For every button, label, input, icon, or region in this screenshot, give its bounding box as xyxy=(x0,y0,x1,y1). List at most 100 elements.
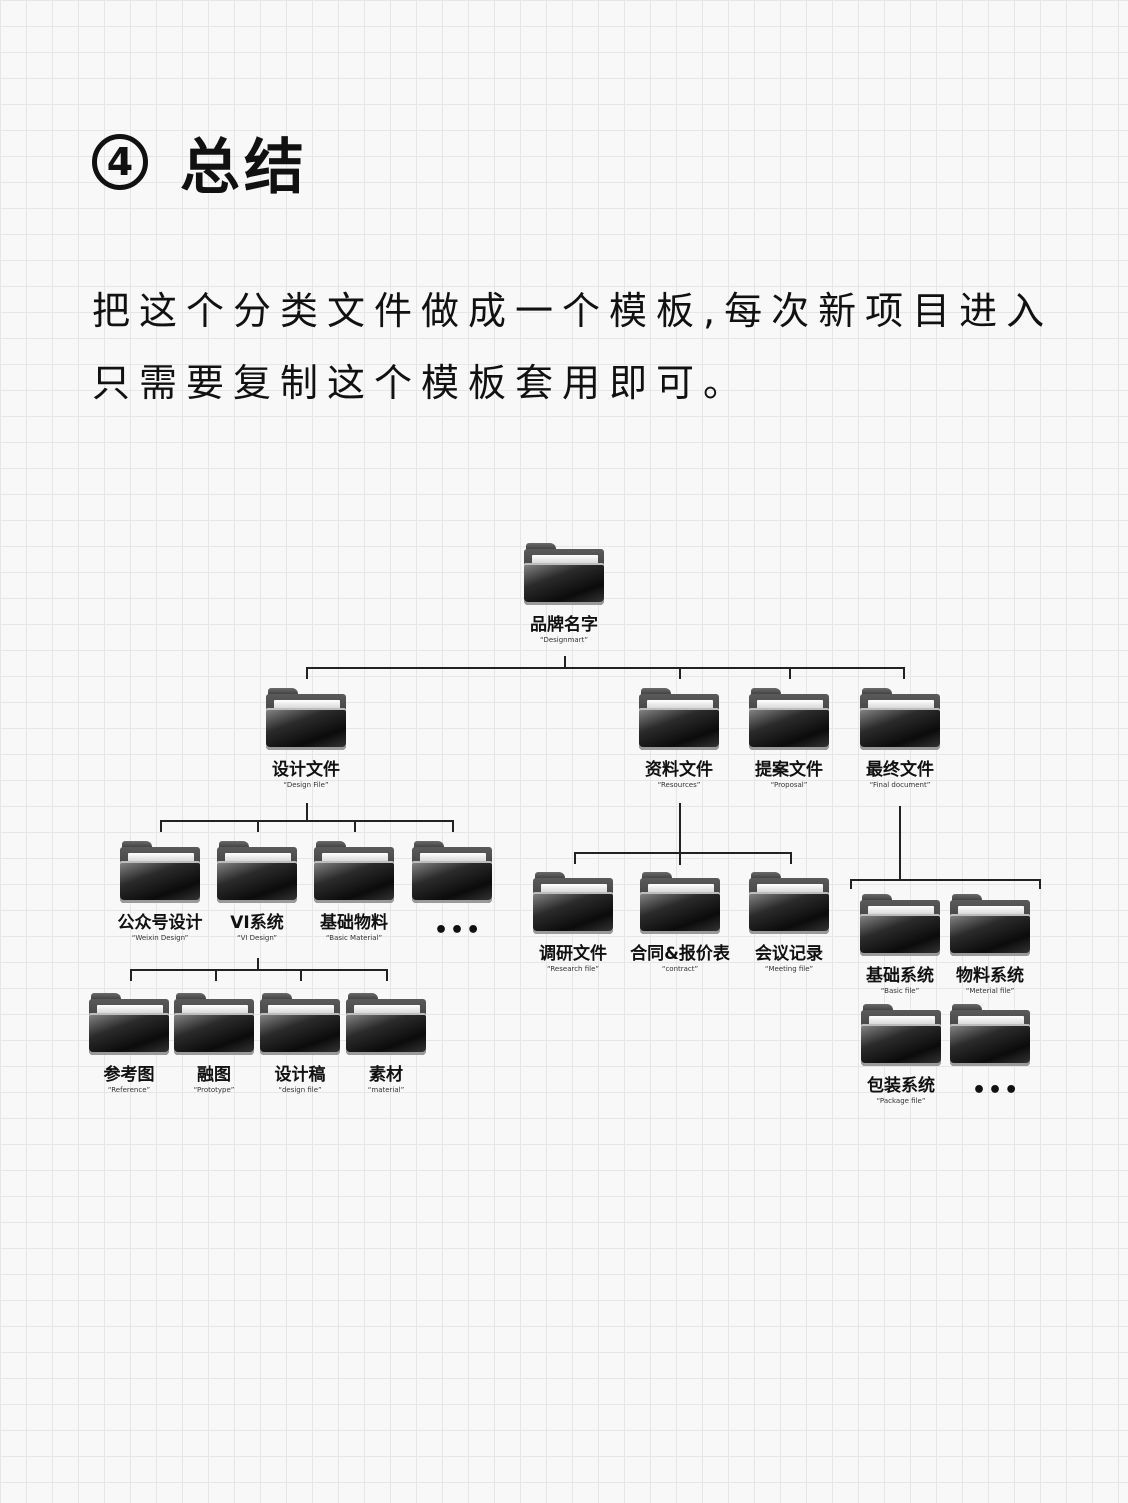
folder-sublabel: “Weixin Design” xyxy=(131,934,189,942)
folder-icon xyxy=(860,894,940,956)
folder-label: 参考图 xyxy=(103,1065,155,1085)
folder-icon xyxy=(260,993,340,1055)
folder-package-system[interactable]: 包装系统 “Package file” xyxy=(836,1004,966,1106)
folder-label: 提案文件 xyxy=(755,760,823,780)
folder-root[interactable]: 品牌名字 “Designmart” xyxy=(499,543,629,645)
folder-vi[interactable]: VI系统 “VI Design” xyxy=(192,841,322,943)
folder-label: VI系统 xyxy=(230,913,284,933)
folder-label: 会议记录 xyxy=(755,944,823,964)
connector xyxy=(306,803,308,821)
folder-sublabel: “material” xyxy=(367,1086,405,1094)
folder-icon xyxy=(174,993,254,1055)
connector xyxy=(679,667,681,679)
description: 把这个分类文件做成一个模板,每次新项目进入 只需要复制这个模板套用即可。 xyxy=(92,275,1082,419)
connector xyxy=(679,803,681,865)
folder-proposal[interactable]: 提案文件 “Proposal” xyxy=(724,688,854,790)
folder-icon xyxy=(346,993,426,1055)
folder-sublabel: “Resources” xyxy=(657,781,701,789)
folder-design[interactable]: 设计文件 “Design File” xyxy=(241,688,371,790)
folder-icon xyxy=(266,688,346,750)
connector xyxy=(574,852,576,864)
folder-label: 公众号设计 xyxy=(117,913,203,933)
folder-icon xyxy=(533,872,613,934)
folder-sublabel: “Basic Material” xyxy=(325,934,383,942)
folder-final[interactable]: 最终文件 “Final document” xyxy=(835,688,965,790)
folder-prototype[interactable]: 融图 “Prototype” xyxy=(149,993,279,1095)
folder-sublabel: “Designmart” xyxy=(540,636,588,644)
folder-icon xyxy=(639,688,719,750)
folder-basic-material[interactable]: 基础物料 “Basic Material” xyxy=(289,841,419,943)
folder-sublabel: “Meterial file” xyxy=(965,987,1015,995)
folder-label: 融图 xyxy=(197,1065,231,1085)
folder-sublabel: “Design File” xyxy=(283,781,329,789)
folder-material[interactable]: 素材 “material” xyxy=(321,993,451,1095)
connector xyxy=(574,852,790,854)
folder-design-more[interactable] xyxy=(387,841,517,903)
folder-icon xyxy=(89,993,169,1055)
folder-sublabel: “Package file” xyxy=(876,1097,926,1105)
folder-sublabel: “Research file” xyxy=(546,965,600,973)
connector xyxy=(306,667,308,679)
section-heading: 4 总结 xyxy=(92,122,308,203)
folder-label: 基础物料 xyxy=(320,913,388,933)
connector xyxy=(1039,879,1041,889)
connector xyxy=(789,667,791,679)
folder-label: 设计稿 xyxy=(274,1065,326,1085)
folder-contract[interactable]: 合同&报价表 “contract” xyxy=(615,872,745,974)
folder-label: 设计文件 xyxy=(272,760,340,780)
connector xyxy=(130,969,386,971)
description-line-2: 只需要复制这个模板套用即可。 xyxy=(92,361,751,405)
more-dots-icon: ••• xyxy=(434,918,483,943)
folder-meeting[interactable]: 会议记录 “Meeting file” xyxy=(724,872,854,974)
folder-icon xyxy=(749,688,829,750)
folder-label: 素材 xyxy=(369,1065,403,1085)
folder-reference[interactable]: 参考图 “Reference” xyxy=(64,993,194,1095)
connector xyxy=(306,667,904,669)
folder-icon xyxy=(217,841,297,903)
folder-sublabel: “Meeting file” xyxy=(764,965,814,973)
folder-basic-system[interactable]: 基础系统 “Basic file” xyxy=(835,894,965,996)
folder-icon xyxy=(120,841,200,903)
folder-sublabel: “design file” xyxy=(278,1086,322,1094)
section-number-badge: 4 xyxy=(92,134,148,190)
section-title: 总结 xyxy=(180,132,308,203)
description-line-1: 把这个分类文件做成一个模板,每次新项目进入 xyxy=(92,289,1054,333)
folder-icon xyxy=(640,872,720,934)
folder-weixin[interactable]: 公众号设计 “Weixin Design” xyxy=(95,841,225,943)
connector xyxy=(130,969,132,981)
folder-icon xyxy=(950,1004,1030,1066)
folder-icon xyxy=(314,841,394,903)
folder-sublabel: “VI Design” xyxy=(236,934,278,942)
folder-label: 调研文件 xyxy=(539,944,607,964)
connector xyxy=(160,820,452,822)
folder-sublabel: “Proposal” xyxy=(770,781,808,789)
folder-icon xyxy=(861,1004,941,1066)
connector xyxy=(386,969,388,981)
folder-draft[interactable]: 设计稿 “design file” xyxy=(235,993,365,1095)
connector xyxy=(903,667,905,679)
folder-sublabel: “Reference” xyxy=(107,1086,151,1094)
connector xyxy=(790,852,792,864)
folder-final-more[interactable] xyxy=(925,1004,1055,1066)
folder-label: 品牌名字 xyxy=(530,615,598,635)
connector xyxy=(850,879,1040,881)
folder-sublabel: “Final document” xyxy=(869,781,931,789)
folder-research[interactable]: 调研文件 “Research file” xyxy=(508,872,638,974)
folder-icon xyxy=(412,841,492,903)
folder-sublabel: “Basic file” xyxy=(880,987,920,995)
connector xyxy=(452,820,454,832)
connector xyxy=(257,820,259,832)
folder-icon xyxy=(860,688,940,750)
folder-material-system[interactable]: 物料系统 “Meterial file” xyxy=(925,894,1055,996)
folder-label: 最终文件 xyxy=(866,760,934,780)
connector xyxy=(300,969,302,981)
folder-icon xyxy=(950,894,1030,956)
folder-icon xyxy=(524,543,604,605)
connector xyxy=(160,820,162,832)
folder-resources[interactable]: 资料文件 “Resources” xyxy=(614,688,744,790)
folder-label: 基础系统 xyxy=(866,966,934,986)
folder-label: 合同&报价表 xyxy=(630,944,730,964)
connector xyxy=(215,969,217,981)
connector xyxy=(354,820,356,832)
